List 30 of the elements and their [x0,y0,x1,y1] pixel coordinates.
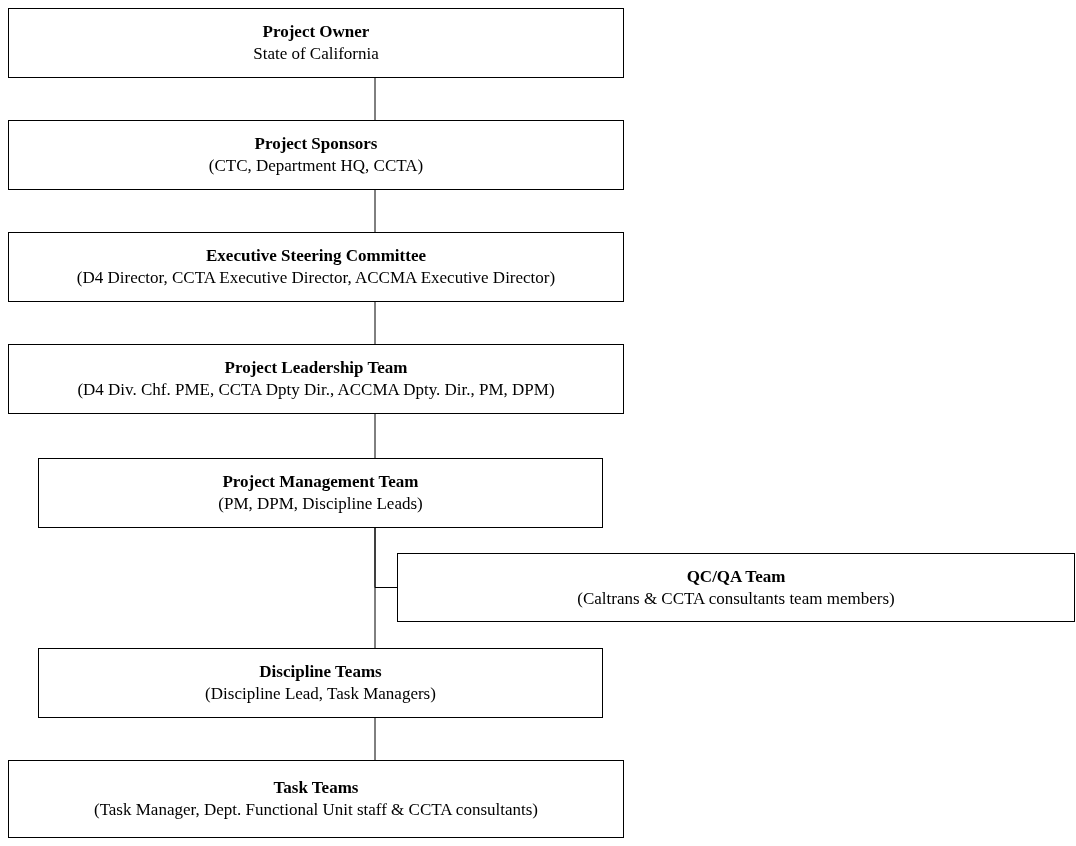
org-box [8,8,624,78]
box-title: Project Owner [262,21,370,43]
org-box [38,458,603,528]
connector-line [374,413,376,459]
box-members: (Discipline Lead, Task Managers) [205,683,436,705]
box-title: Project Leadership Team [224,357,408,379]
org-box [8,760,624,838]
connector-line [374,301,376,345]
box-members: (D4 Director, CCTA Executive Director, ACCMA Executive Director) [76,267,556,289]
box-members: (PM, DPM, Discipline Leads) [218,493,423,515]
org-box [397,553,1075,622]
box-members: (Caltrans & CCTA consultants team members) [577,587,895,610]
box-title: Project Management Team [222,471,419,493]
org-box [8,232,624,302]
box-title: Discipline Teams [259,661,382,683]
connector-line [374,77,376,121]
org-box [38,648,603,718]
box-title: Executive Steering Committee [206,245,426,267]
box-title: Project Sponsors [254,133,378,155]
org-box [8,344,624,414]
box-title: Task Teams [273,777,359,799]
connector-line [374,717,376,761]
box-members: (Task Manager, Dept. Functional Unit staff & CCTA consultants) [93,799,539,821]
box-title: QC/QA Team [686,565,786,588]
box-members: State of California [253,43,379,65]
box-members: (CTC, Department HQ, CCTA) [208,155,424,177]
org-box [8,120,624,190]
connector-line [374,189,376,233]
box-members: (D4 Div. Chf. PME, CCTA Dpty Dir., ACCMA Dpty. Dir., PM, DPM) [77,379,555,401]
connector-line [374,527,376,649]
